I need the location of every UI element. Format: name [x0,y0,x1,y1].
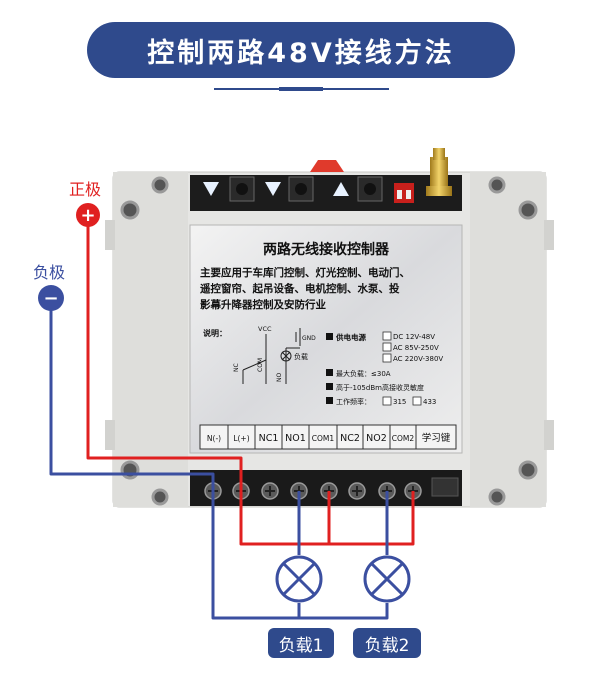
description-line: 主要应用于车库门控制、灯光控制、电动门、 [200,266,410,279]
mount-hole [488,488,506,506]
terminal-label: L(+) [233,434,249,443]
legend-com: COM [257,358,264,372]
checkbox-icon [382,342,392,352]
description-line: 影幕升降器控制及安防行业 [200,298,326,311]
terminal-label: NO1 [285,433,306,444]
title-underline [214,87,389,91]
legend-schematic [242,328,301,384]
legend-nc: NC [233,363,240,372]
spec-frequency-label: 工作频率： [336,397,371,406]
mount-hole [120,460,140,480]
mount-hole [488,176,506,194]
terminal-screw-icon [261,482,279,500]
terminal-label: 学习键 [422,432,451,444]
negative-label: 负极 [33,263,65,282]
legend-gnd: GND [302,335,316,342]
negative-symbol: − [43,288,58,309]
antenna-icon [430,157,448,189]
checkbox-icon [412,396,422,406]
spec-frequency-option: 315 [393,398,406,406]
positive-symbol: + [80,205,95,226]
spec-frequency-option: 433 [423,398,436,406]
up-arrow-icon [333,182,349,196]
checkbox-icon [382,353,392,363]
screw-terminal-block [190,470,462,506]
down-arrow-icon [203,182,219,196]
load-1-label: 负载1 [268,628,334,658]
mount-hole [120,200,140,220]
checkbox-icon [382,331,392,341]
legend-load: 负载 [294,352,308,361]
terminal-label: COM2 [392,434,415,443]
load-1-lamp-icon [275,555,323,603]
mount-hole [518,460,538,480]
spec-max-load: 最大负载：≤30A [336,369,391,378]
terminal-label: COM1 [312,434,335,443]
spec-power-option: DC 12V-48V [393,333,435,341]
panel-heading: 两路无线接收控制器 [263,241,390,258]
load-2-lamp-icon [363,555,411,603]
common-positive-wire [239,491,415,546]
terminal-label: N(-) [207,434,221,443]
circuit-board-strip [190,148,462,211]
title-banner: 控制两路48V接线方法 [87,22,515,78]
legend-title: 说明： [203,328,227,338]
mount-hole [518,200,538,220]
spec-sensitivity: 高于-105dBm高接收灵敏度 [336,383,424,392]
terminal-label: NC2 [340,433,360,444]
description-line: 遥控窗帘、起吊设备、电机控制、水泵、投 [200,282,400,295]
spec-power-option: AC 85V-250V [393,344,439,352]
spec-power-option: AC 220V-380V [393,355,443,363]
positive-label: 正极 [69,180,101,199]
terminal-label: NC1 [259,433,279,444]
load-icon [280,350,292,362]
load-2-label: 负载2 [353,628,421,658]
down-arrow-icon [265,182,281,196]
legend-no: NO [276,373,283,382]
page-title: 控制两路48V接线方法 [147,37,455,69]
spec-power-label: 供电电源 [335,332,366,342]
positive-wire [86,225,243,491]
mount-hole [151,488,169,506]
mount-hole [151,176,169,194]
terminal-label: NO2 [366,433,387,444]
checkbox-icon [382,396,392,406]
negative-terminal-icon [38,285,64,311]
legend-vcc: VCC [258,325,272,333]
terminal-screw-icon [348,482,366,500]
positive-terminal-icon [76,203,100,227]
negative-wire [49,310,215,491]
terminal-label-row [199,424,457,450]
